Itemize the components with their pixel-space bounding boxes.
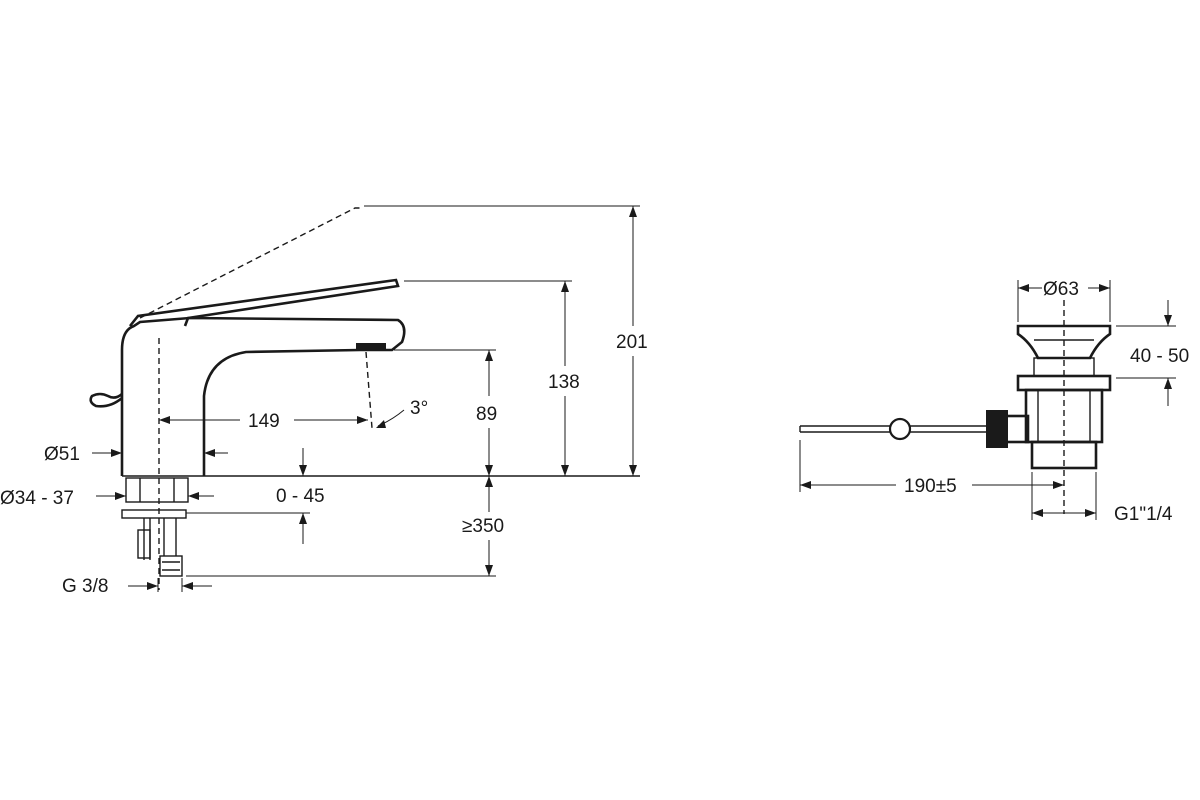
drain-view: Ø63 40 - 50 190±5 G1"1/4 bbox=[799, 279, 1189, 525]
lever-raised-dashed bbox=[139, 207, 362, 319]
lever bbox=[128, 278, 400, 327]
dim-body-dia: Ø51 bbox=[44, 444, 80, 465]
aerator bbox=[356, 343, 386, 350]
dim-lever-height: 138 bbox=[548, 372, 580, 393]
rod-nut bbox=[986, 410, 1008, 448]
dim-connection: G 3/8 bbox=[62, 576, 108, 597]
spout-axis bbox=[365, 351, 373, 429]
drain-tail bbox=[1030, 440, 1098, 470]
dim-angle: 3° bbox=[410, 398, 428, 419]
fixing-rod bbox=[137, 529, 151, 559]
faucet-view: 3° 149 Ø51 Ø34 - 37 0 - 45 ≥350 bbox=[0, 205, 648, 597]
dim-total-height: 201 bbox=[616, 332, 648, 353]
dim-hole-dia: Ø34 - 37 bbox=[0, 488, 74, 509]
faucet-body bbox=[120, 316, 406, 476]
hose-connector bbox=[159, 555, 183, 577]
dim-flange-dia: Ø63 bbox=[1043, 279, 1079, 300]
dim-thread: G1"1/4 bbox=[1114, 504, 1173, 525]
side-knob bbox=[89, 392, 123, 408]
dim-deck-thickness: 0 - 45 bbox=[276, 486, 325, 507]
shank-upper bbox=[125, 477, 189, 503]
dim-reach: 149 bbox=[248, 411, 280, 432]
fixing-plate bbox=[121, 509, 187, 519]
dim-hose-length: ≥350 bbox=[462, 516, 504, 537]
dim-rod-length: 190±5 bbox=[904, 476, 957, 497]
dim-spout-height: 89 bbox=[476, 404, 497, 425]
rod-ball-joint bbox=[888, 417, 912, 441]
dim-height-adjust: 40 - 50 bbox=[1130, 346, 1189, 367]
